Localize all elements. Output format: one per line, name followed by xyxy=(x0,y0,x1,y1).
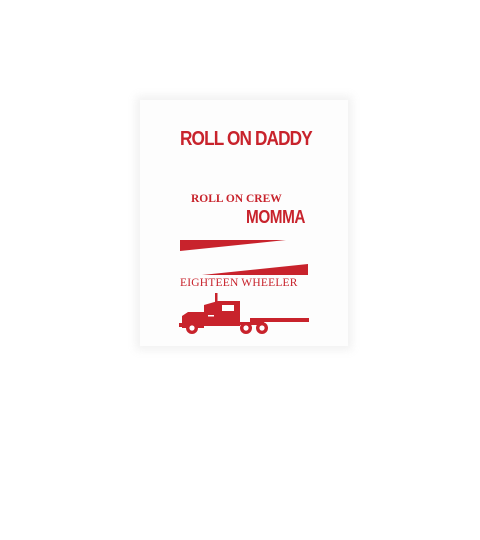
footer-text: EIGHTEEN WHEELER xyxy=(180,277,298,289)
lower-stripe xyxy=(202,264,308,275)
semi-truck-icon xyxy=(179,293,309,334)
speed-stripes xyxy=(180,240,308,275)
subline-text: ROLL ON CREW xyxy=(191,193,282,205)
upper-stripe xyxy=(180,240,286,251)
momma-text: MOMMA xyxy=(246,207,306,227)
design-card xyxy=(140,100,348,346)
headline-text: ROLL ON DADDY xyxy=(180,128,313,150)
